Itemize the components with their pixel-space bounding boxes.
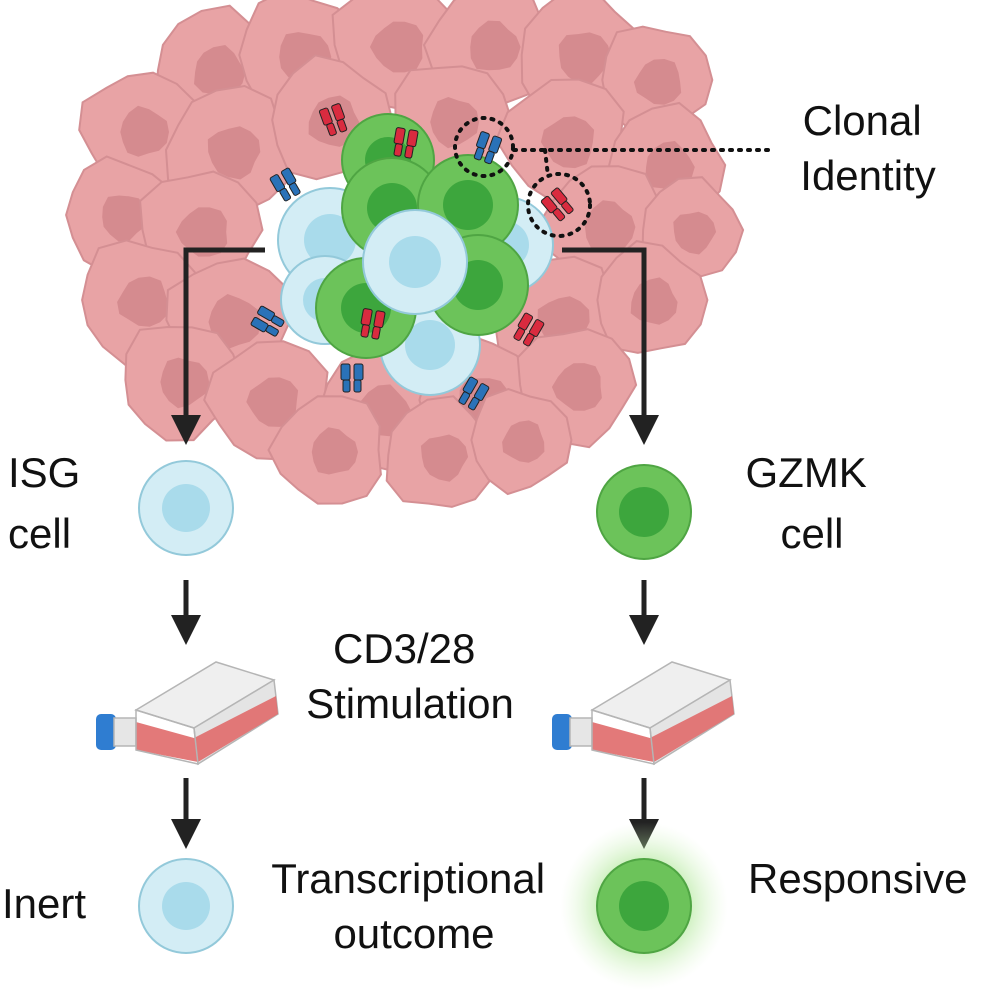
clonal-identity-label: Clonal Identity — [800, 97, 935, 199]
branch-arrows — [171, 247, 659, 445]
tcr-blue-icon — [458, 376, 490, 411]
tumor-cell-icon — [267, 395, 382, 505]
tcr-red-icon — [318, 103, 348, 137]
culture-flask-icon — [96, 661, 279, 766]
responsive-label: Responsive — [748, 855, 967, 902]
tcr-blue-icon — [340, 363, 364, 393]
clonal-identity-marker — [453, 116, 772, 238]
gzmk-t-cell-icon — [596, 464, 692, 560]
responsive-gzmk-cell-icon — [560, 822, 728, 990]
tcr-blue-icon — [250, 305, 285, 337]
tcr-blue-icon — [473, 131, 503, 165]
tcr-red-icon — [540, 187, 574, 222]
isg-t-cell-icon — [138, 460, 234, 556]
tumor-cell-icon — [385, 395, 500, 508]
tcr-red-icon — [513, 312, 545, 347]
isg-t-cell-icon — [362, 209, 468, 315]
down-arrow-icon — [171, 247, 265, 445]
culture-flask-icon — [552, 661, 735, 766]
tcr-blue-icon — [269, 167, 301, 202]
tcr-red-icon — [360, 308, 386, 340]
transcriptional-outcome-label: Transcriptional outcome — [271, 855, 557, 957]
t-cell-cluster — [277, 113, 554, 396]
gzmk-cell-label: GZMK cell — [746, 449, 879, 557]
tumor-mass — [65, 0, 745, 508]
inert-label: Inert — [2, 880, 86, 927]
tcr-receptors — [250, 103, 574, 411]
stimulation-label: CD3/28 Stimulation — [306, 625, 514, 727]
tumor-cell-icon — [470, 388, 573, 496]
inert-isg-cell-icon — [138, 858, 234, 954]
isg-cell-label: ISG cell — [8, 449, 92, 557]
down-arrow-icon — [562, 247, 659, 445]
tcr-red-icon — [393, 127, 419, 159]
